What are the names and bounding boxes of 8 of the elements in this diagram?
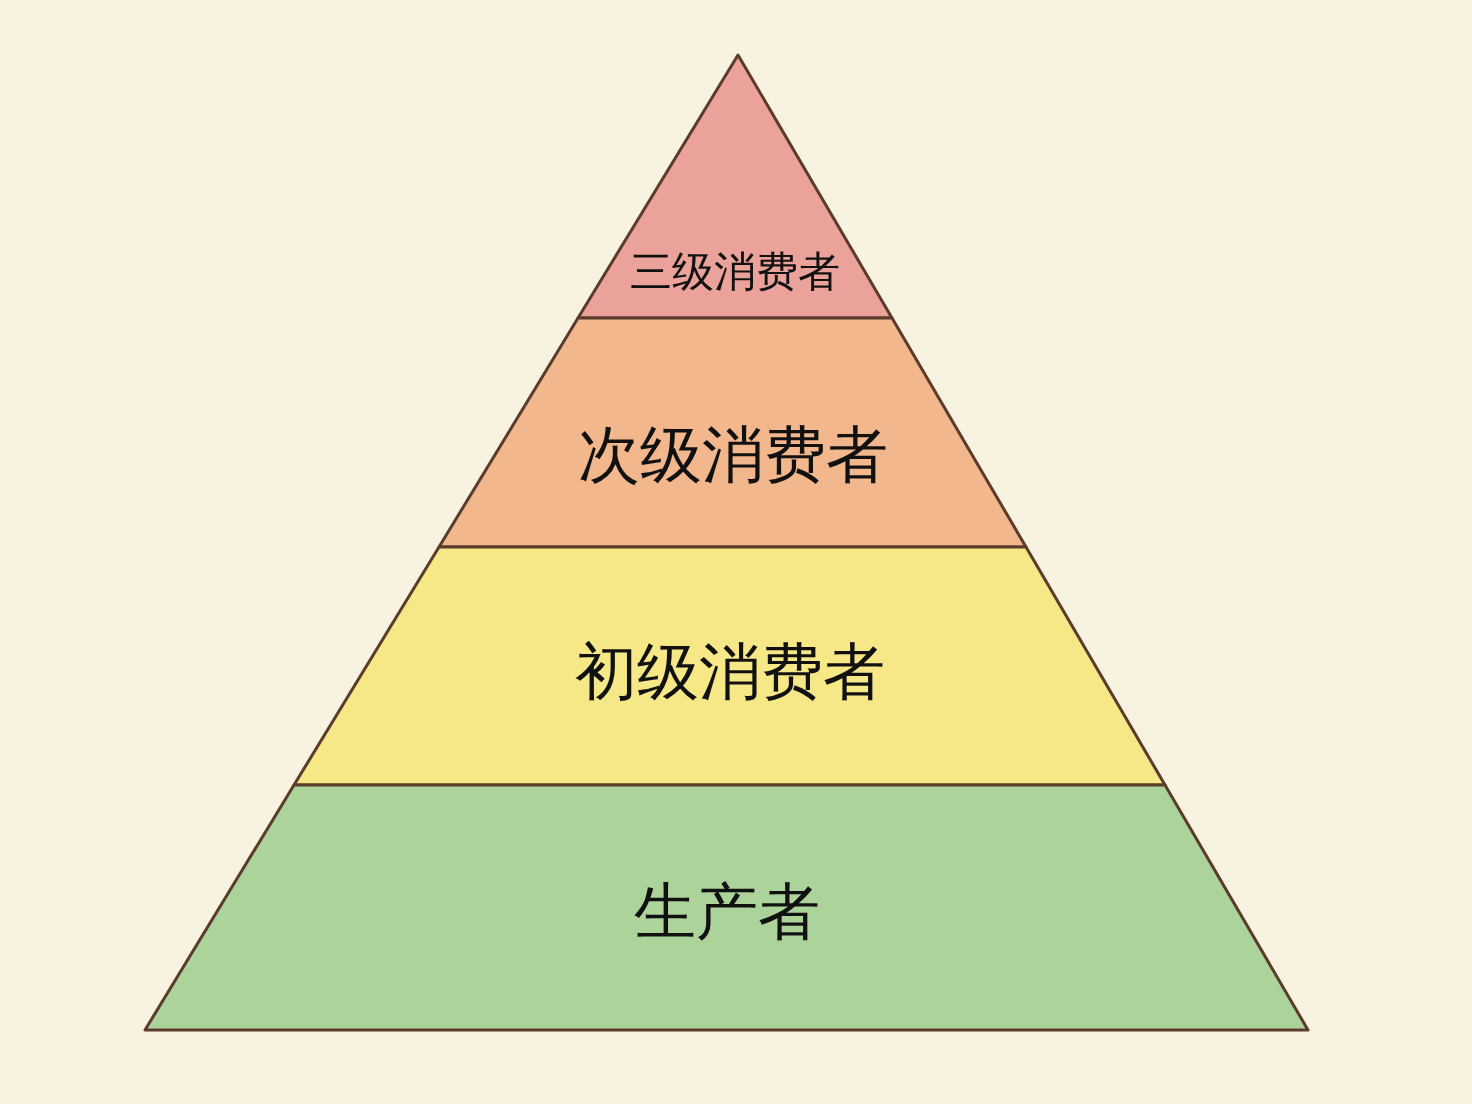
pyramid-tier xyxy=(294,547,1165,785)
tier-label: 初级消费者 xyxy=(573,634,886,710)
pyramid-tier xyxy=(145,785,1308,1030)
pyramid-tier xyxy=(439,318,1026,547)
pyramid-tier xyxy=(578,55,892,318)
tier-label: 三级消费者 xyxy=(629,246,841,298)
tier-label: 生产者 xyxy=(632,874,821,950)
tier-label: 次级消费者 xyxy=(576,417,889,493)
